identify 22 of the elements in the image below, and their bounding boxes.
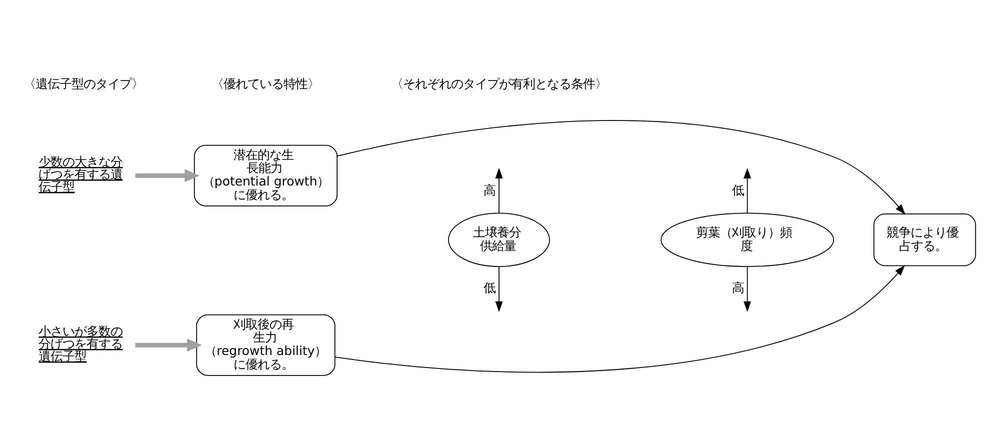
node-ellipse: 土壌養分供給量 [448, 212, 550, 267]
edge-label: 低 [732, 182, 744, 198]
arrow [135, 338, 202, 352]
node-ellipse: 剪葉（刈取り）頻度 [660, 212, 834, 267]
edge-label: 高 [484, 182, 496, 198]
edge-label: 低 [484, 280, 496, 295]
arrow [744, 168, 752, 214]
arrow [495, 266, 503, 312]
arrow [495, 168, 503, 214]
node-box: 潜在的な生長能力（potential growth）に優れる。 [194, 144, 338, 206]
arrow [334, 265, 905, 373]
node-box: 刈取後の再生力（regrowth ability）に優れる。 [196, 314, 336, 376]
node-box: 競争により優占する。 [873, 214, 976, 266]
label: 〈優れている特性〉 [212, 76, 320, 91]
node-text: 少数の大きな分げつを有する遺伝子型 [38, 154, 123, 194]
arrow [336, 120, 906, 215]
edge-label: 高 [732, 280, 744, 295]
label: 〈遺伝子型のタイプ〉 [23, 76, 144, 91]
node-text: 小さいが多数の分げつを有する遺伝子型 [38, 323, 123, 364]
arrow [135, 169, 200, 182]
label: 〈それぞれのタイプが有利となる条件〉 [391, 76, 608, 91]
arrow [744, 266, 752, 312]
